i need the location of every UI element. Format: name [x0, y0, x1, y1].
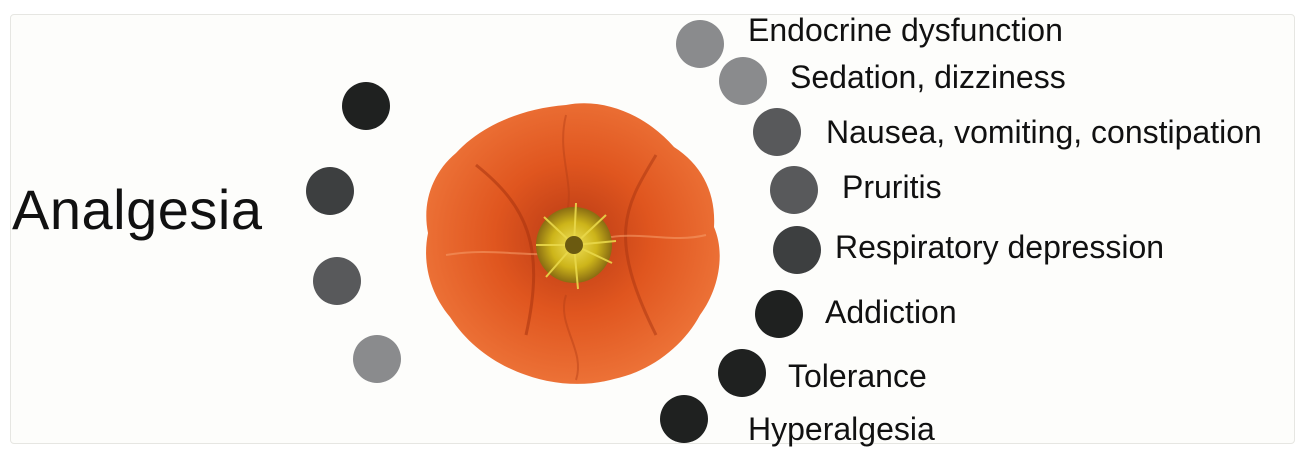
left-dot [313, 257, 361, 305]
poppy-pistil [565, 236, 583, 254]
side-effect-label: Nausea, vomiting, constipation [826, 113, 1262, 151]
left-dot [306, 167, 354, 215]
side-effect-label: Sedation, dizziness [790, 58, 1066, 96]
main-label-analgesia: Analgesia [12, 178, 262, 242]
side-effect-dot [660, 395, 708, 443]
side-effect-dot [770, 166, 818, 214]
side-effect-dot [773, 226, 821, 274]
side-effect-dot [753, 108, 801, 156]
side-effect-label: Endocrine dysfunction [748, 11, 1063, 49]
left-dot [342, 82, 390, 130]
side-effect-label: Hyperalgesia [748, 410, 935, 448]
side-effect-dot [719, 57, 767, 105]
side-effect-dot [676, 20, 724, 68]
side-effect-label: Pruritis [842, 168, 942, 206]
left-dot [353, 335, 401, 383]
side-effect-dot [755, 290, 803, 338]
side-effect-label: Respiratory depression [835, 228, 1164, 266]
side-effect-dot [718, 349, 766, 397]
poppy-flower-image [416, 95, 726, 387]
side-effect-label: Addiction [825, 293, 957, 331]
side-effect-label: Tolerance [788, 357, 927, 395]
